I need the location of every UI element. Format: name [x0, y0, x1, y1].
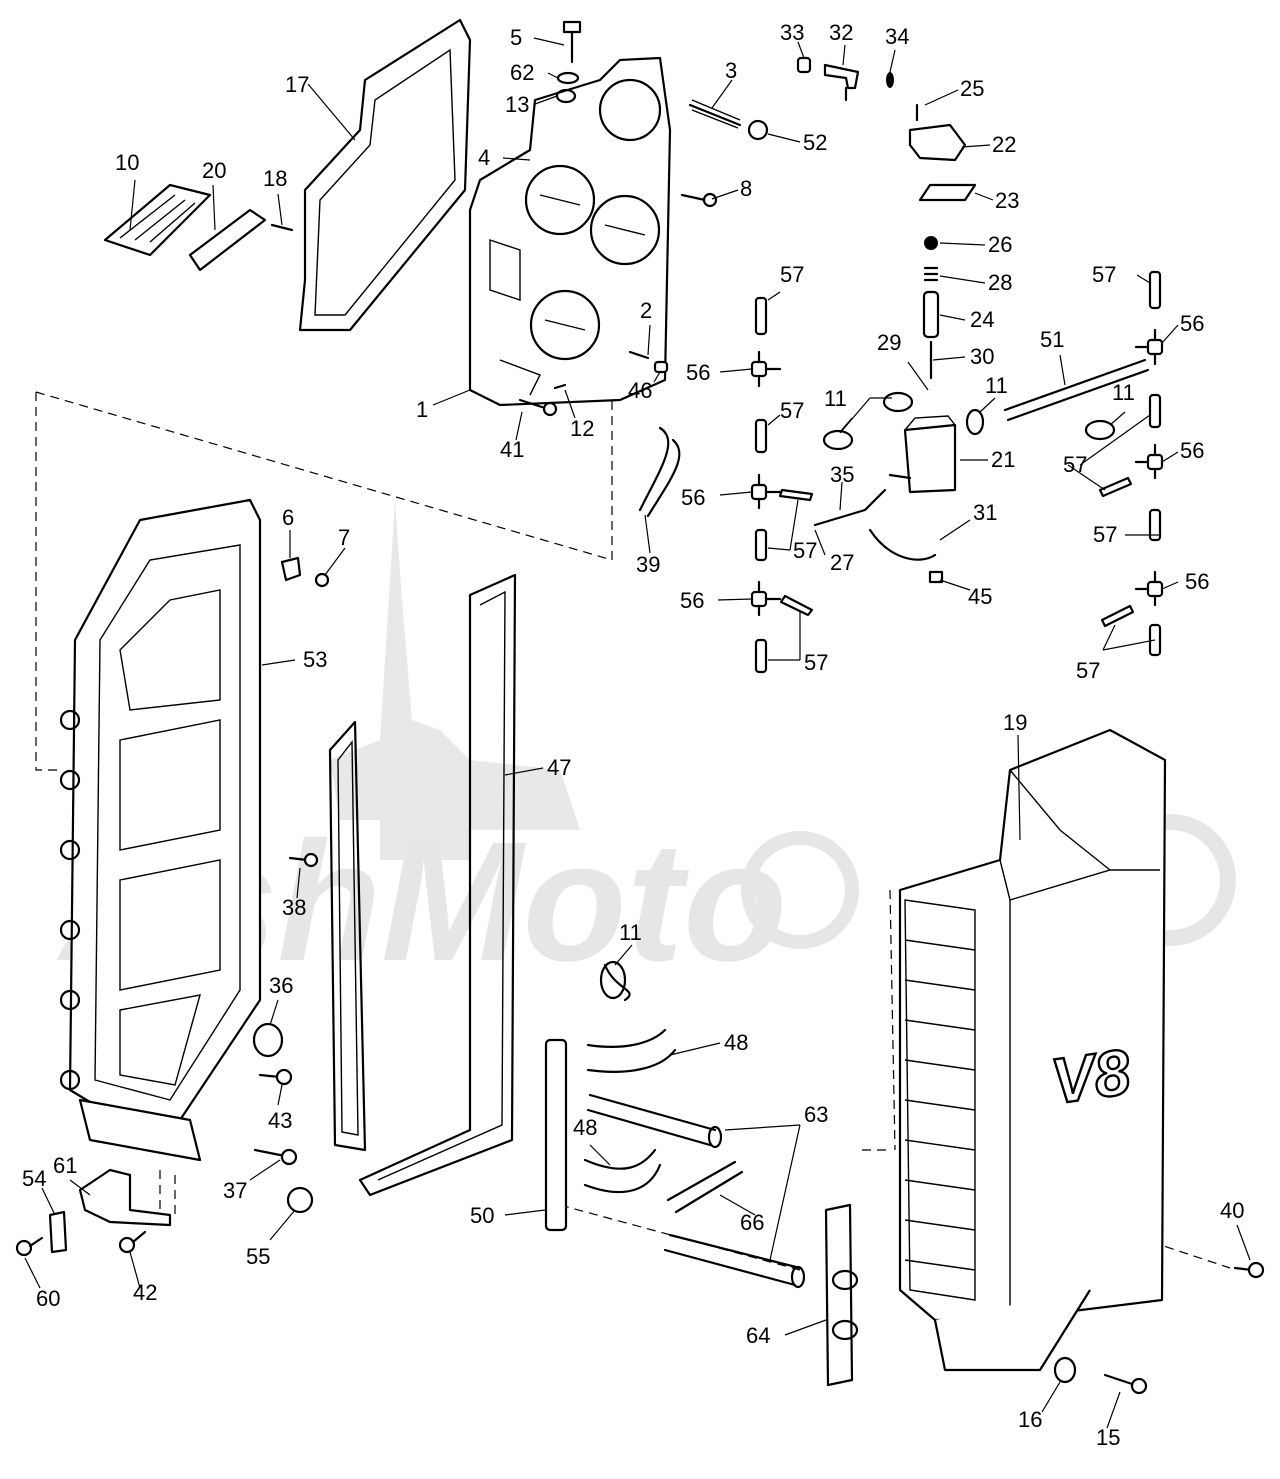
- callout-label: 30: [970, 344, 994, 369]
- callout-label: 11: [619, 920, 642, 945]
- callout-label: 42: [133, 1280, 157, 1305]
- callout-label: 34: [885, 24, 909, 49]
- callout-label: 11: [1112, 380, 1135, 405]
- reed-block: [103, 183, 294, 272]
- callout-label: 26: [988, 232, 1012, 257]
- callout-label: 56: [680, 588, 704, 613]
- callout-label: 3: [725, 58, 737, 83]
- callout-label: 43: [268, 1108, 292, 1133]
- water-hoses: [544, 960, 806, 1289]
- callout-label: 29: [877, 330, 901, 355]
- callout-label: 38: [282, 895, 306, 920]
- tee-fittings: [750, 270, 1164, 674]
- callout-label: 53: [303, 647, 327, 672]
- callout-label: 16: [1018, 1407, 1042, 1432]
- callout-label: 12: [570, 416, 594, 441]
- callout-label: 20: [202, 158, 226, 183]
- callout-labels: 5 62 13 17 4 10 20 18 3 52 8 33 32 34 25…: [22, 20, 1244, 1450]
- callout-label: 10: [115, 150, 139, 175]
- callout-label: 57: [1093, 522, 1117, 547]
- callout-label: 45: [968, 584, 992, 609]
- hose-39: [638, 426, 681, 518]
- callout-label: 32: [829, 20, 853, 45]
- callout-label: 57: [1076, 658, 1100, 683]
- exhaust-cover: V8: [898, 728, 1265, 1395]
- callout-label: 55: [246, 1244, 270, 1269]
- adapter-plate: [59, 498, 330, 1122]
- callout-label: 47: [547, 755, 571, 780]
- callout-label: 60: [36, 1286, 60, 1311]
- callout-label: 61: [53, 1153, 77, 1178]
- callout-label: 36: [269, 973, 293, 998]
- callout-label: 41: [500, 437, 524, 462]
- hose-clamps: [822, 391, 1116, 451]
- callout-label: 39: [636, 552, 660, 577]
- callout-label: 11: [985, 373, 1008, 398]
- callout-label: 57: [793, 538, 817, 563]
- callout-label: 54: [22, 1166, 46, 1191]
- callout-label: 7: [338, 525, 350, 550]
- callout-label: 15: [1096, 1425, 1120, 1450]
- callout-label: 66: [740, 1210, 764, 1235]
- callout-label: 50: [470, 1203, 494, 1228]
- callout-label: 35: [830, 462, 854, 487]
- callout-label: 21: [991, 447, 1015, 472]
- gasket-47: [328, 573, 517, 1197]
- callout-label: 48: [724, 1030, 748, 1055]
- tube-51: [1003, 358, 1150, 422]
- callout-label: 8: [740, 176, 752, 201]
- callout-label: 19: [1003, 710, 1027, 735]
- callout-label: 56: [681, 485, 705, 510]
- callout-label: 64: [746, 1323, 770, 1348]
- leader-lines: [24, 37, 1251, 1429]
- callout-label: 25: [960, 76, 984, 101]
- callout-label: 51: [1040, 327, 1064, 352]
- primer-assembly: [796, 56, 977, 584]
- callout-label: 2: [640, 298, 652, 323]
- callout-label: 5: [510, 25, 522, 50]
- manifold-gasket: [298, 18, 472, 332]
- callout-label: 57: [780, 398, 804, 423]
- callout-label: 56: [686, 360, 710, 385]
- callout-label: 57: [780, 262, 804, 287]
- callout-label: 37: [223, 1178, 247, 1203]
- callout-label: 57: [1092, 262, 1116, 287]
- callout-label: 48: [573, 1115, 597, 1140]
- callout-label: 27: [830, 550, 854, 575]
- callout-label: 57: [804, 650, 828, 675]
- callout-label: 46: [628, 378, 652, 403]
- callout-label: 56: [1185, 569, 1209, 594]
- callout-label: 62: [510, 60, 534, 85]
- callout-label: 24: [970, 307, 994, 332]
- callout-label: 56: [1180, 311, 1204, 336]
- bracket-64: [824, 1203, 859, 1387]
- cover-badge: V8: [1047, 1035, 1135, 1117]
- callout-label: 57: [1063, 452, 1087, 477]
- callout-label: 23: [995, 188, 1019, 213]
- callout-label: 11: [824, 386, 847, 411]
- callout-label: 6: [282, 505, 294, 530]
- callout-label: 52: [803, 130, 827, 155]
- callout-label: 33: [780, 20, 804, 45]
- intake-manifold: [468, 56, 672, 407]
- callout-label: 40: [1220, 1198, 1244, 1223]
- callout-label: 4: [478, 145, 490, 170]
- callout-label: 28: [988, 270, 1012, 295]
- callout-label: 13: [505, 92, 529, 117]
- callout-label: 63: [804, 1102, 828, 1127]
- callout-label: 1: [416, 397, 428, 422]
- callout-label: 31: [973, 500, 997, 525]
- callout-label: 56: [1180, 438, 1204, 463]
- callout-label: 17: [285, 72, 309, 97]
- callout-label: 18: [263, 166, 287, 191]
- callout-label: 22: [992, 132, 1016, 157]
- lower-bracket: [15, 852, 319, 1257]
- manifold-hardware: [518, 20, 769, 417]
